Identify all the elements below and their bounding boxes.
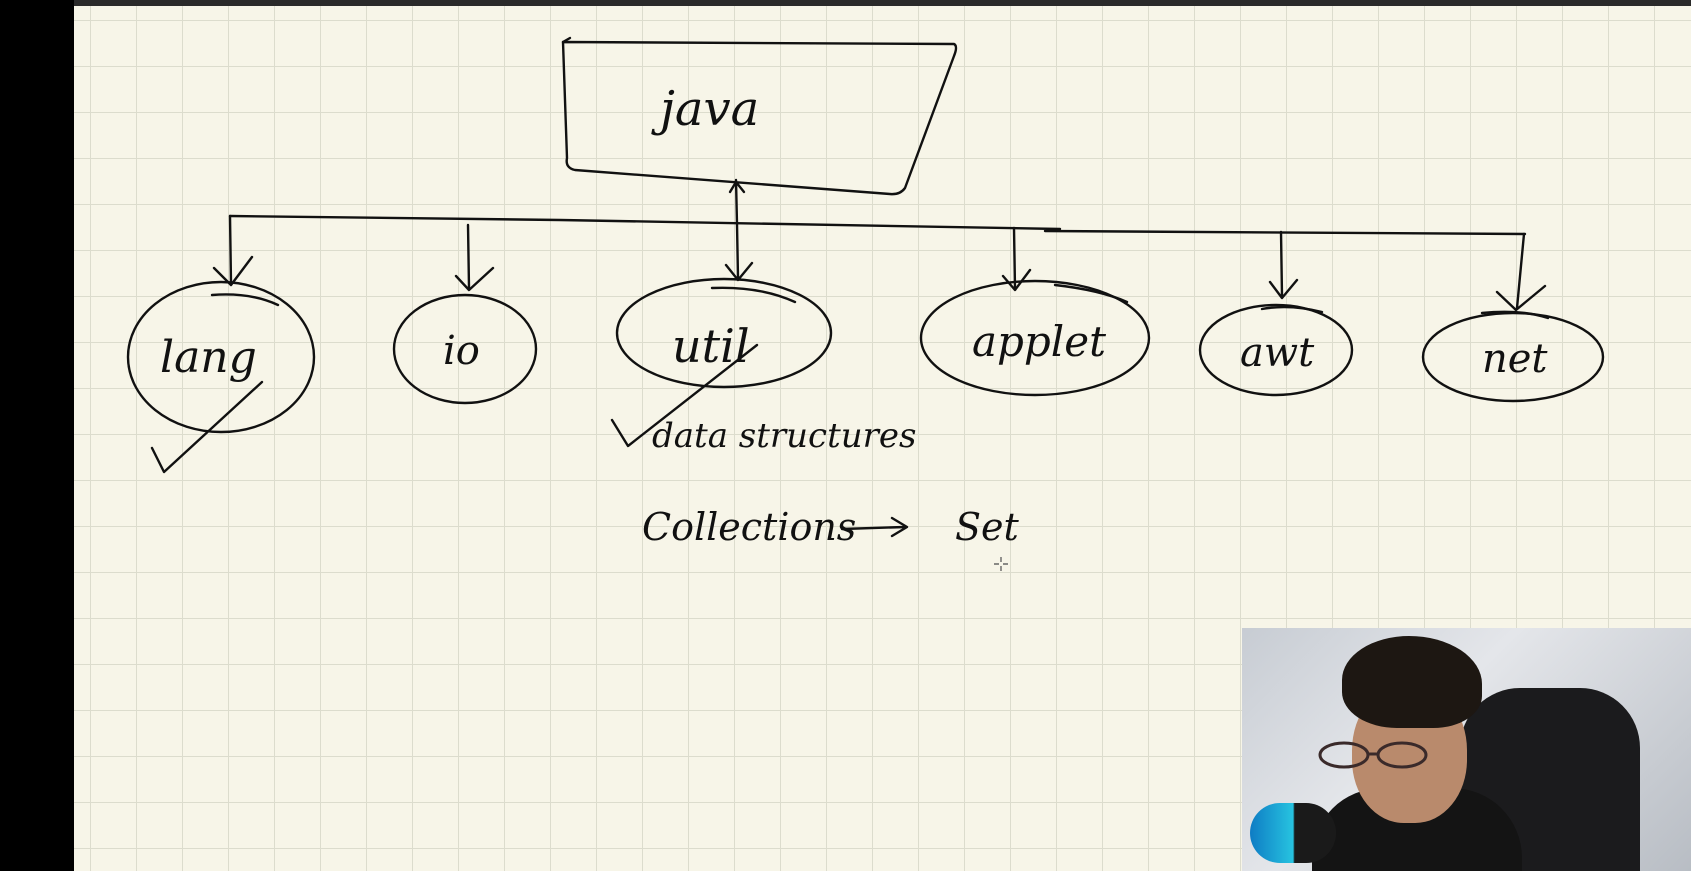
window-top-bar <box>0 0 1691 6</box>
left-black-margin <box>0 0 74 871</box>
collections-arrow <box>840 516 909 538</box>
package-util: util <box>610 277 833 448</box>
bus-line <box>228 214 1527 236</box>
svg-text:applet: applet <box>972 317 1106 366</box>
arrow-applet <box>1001 226 1032 292</box>
package-io: io <box>392 293 538 405</box>
root-box <box>561 40 958 196</box>
webcam-overlay <box>1242 628 1691 871</box>
package-applet: applet <box>919 279 1151 397</box>
svg-text:lang: lang <box>160 332 257 383</box>
svg-text:util: util <box>672 319 750 373</box>
presenter-hair <box>1342 636 1482 728</box>
arrow-awt <box>1268 230 1299 300</box>
root-label: java <box>651 81 759 137</box>
svg-text:io: io <box>443 328 480 374</box>
package-awt: awt <box>1198 303 1354 397</box>
package-net: net <box>1421 310 1605 403</box>
arrow-net <box>1495 232 1547 312</box>
arrow-lang <box>212 214 254 287</box>
collections-target: Set <box>955 505 1020 549</box>
svg-text:awt: awt <box>1240 330 1315 376</box>
root-connector <box>728 178 746 226</box>
arrow-io <box>454 223 495 292</box>
microphone-icon <box>1250 803 1336 863</box>
checkmark-util <box>610 343 759 448</box>
glasses-icon <box>1318 741 1428 769</box>
util-note: data structures <box>652 416 916 456</box>
svg-text:net: net <box>1482 336 1548 382</box>
checkmark-lang <box>150 380 264 474</box>
arrow-util <box>724 222 754 282</box>
crosshair-cursor-icon <box>994 557 1008 571</box>
package-lang: lang <box>126 280 316 474</box>
collections-label: Collections <box>642 505 856 549</box>
